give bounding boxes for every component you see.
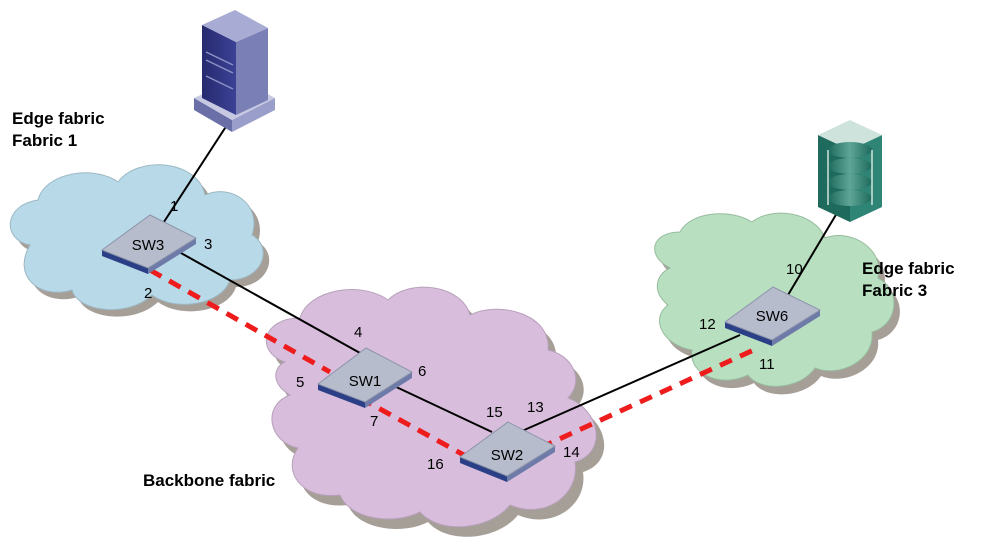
server-icon[interactable] xyxy=(194,10,275,132)
switch-sw6[interactable]: SW6 xyxy=(723,286,822,346)
edge-fabric-3-label: Edge fabric Fabric 3 xyxy=(862,258,955,302)
edge-fabric-3-title: Edge fabric xyxy=(862,259,955,278)
port-15: 15 xyxy=(486,404,503,421)
link-sw1-sw2 xyxy=(391,384,493,433)
port-11: 11 xyxy=(759,356,775,373)
port-16: 16 xyxy=(427,456,444,473)
edge-fabric-3-name: Fabric 3 xyxy=(862,281,928,300)
backbone-fabric-label: Backbone fabric xyxy=(143,470,275,492)
port-13: 13 xyxy=(527,399,544,416)
port-6: 6 xyxy=(418,363,426,380)
port-7: 7 xyxy=(370,413,378,430)
port-10: 10 xyxy=(786,261,803,278)
dashed-link-sw3-sw1 xyxy=(148,267,332,375)
port-14: 14 xyxy=(563,444,580,461)
switch-sw1[interactable]: SW1 xyxy=(316,347,413,408)
link-storage-sw6 xyxy=(784,207,841,301)
port-4: 4 xyxy=(354,324,362,341)
port-12: 12 xyxy=(699,316,716,333)
backbone-fabric-cloud xyxy=(265,286,605,537)
switch-sw1-label: SW1 xyxy=(349,373,382,390)
switch-sw3[interactable]: SW3 xyxy=(100,214,198,274)
switch-sw3-label: SW3 xyxy=(132,237,165,254)
port-2: 2 xyxy=(144,285,152,302)
link-sw3-sw1 xyxy=(171,247,361,354)
link-server-sw3 xyxy=(159,124,228,229)
port-3: 3 xyxy=(204,236,212,253)
storage-icon[interactable] xyxy=(818,120,882,222)
edge-fabric-1-label: Edge fabric Fabric 1 xyxy=(12,108,105,152)
edge-fabric-1-title: Edge fabric xyxy=(12,109,105,128)
switch-sw2-label: SW2 xyxy=(491,447,524,464)
switch-sw6-label: SW6 xyxy=(756,308,789,325)
switch-sw2[interactable]: SW2 xyxy=(458,421,557,482)
port-1: 1 xyxy=(170,198,178,215)
backbone-fabric-title: Backbone fabric xyxy=(143,471,276,490)
port-5: 5 xyxy=(296,374,304,391)
port-labels: 1 3 2 4 5 6 7 15 13 16 14 10 12 11 xyxy=(144,198,803,473)
edge-fabric-1-name: Fabric 1 xyxy=(12,131,78,150)
link-sw2-sw6 xyxy=(521,334,741,432)
